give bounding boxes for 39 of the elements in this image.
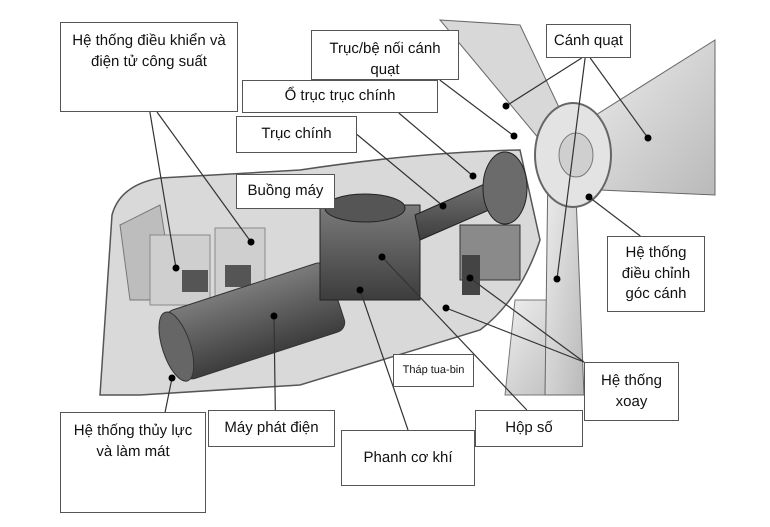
label-box	[242, 80, 438, 113]
callout-text: Cánh quạt	[554, 30, 624, 51]
leader-line	[398, 112, 476, 180]
label-box	[236, 174, 335, 209]
callout-text: Máy phát điện	[224, 418, 319, 438]
label-box	[546, 24, 631, 58]
leader-line	[270, 312, 278, 410]
callout-text: Hệ thống thủy lực và làm mát	[72, 421, 194, 462]
label-box	[208, 410, 335, 447]
leader-line	[466, 274, 584, 362]
leader-line	[590, 58, 652, 142]
callout-text: Tháp tua-bin	[402, 362, 464, 378]
leader-line	[356, 134, 446, 210]
label-box	[393, 354, 474, 387]
leader-line	[442, 304, 584, 363]
leader-line	[156, 112, 254, 246]
label-box	[584, 362, 679, 421]
callout-text: Buồng máy	[248, 181, 324, 202]
leader-line	[164, 374, 176, 412]
label-box	[60, 412, 206, 513]
callout-text: Ổ trục trục chính	[284, 86, 396, 106]
leader-line	[356, 286, 409, 430]
label-box	[341, 430, 475, 486]
label-box	[60, 22, 238, 112]
callout-text: Trục chính	[261, 124, 332, 144]
label-box	[311, 30, 459, 80]
callout-text: Hệ thống điều chỉnh góc cánh	[620, 243, 692, 304]
leader-line	[502, 58, 582, 110]
leader-line	[554, 58, 586, 282]
callout-text: Hộp số	[505, 418, 553, 438]
callout-text: Hệ thống xoay	[600, 370, 663, 412]
label-box	[607, 236, 705, 312]
leader-line	[586, 194, 641, 236]
leader-line	[149, 112, 180, 272]
callout-text: Hệ thống điều khiển và điện tử công suất	[71, 31, 227, 72]
callout-text: Phanh cơ khí	[363, 448, 453, 468]
label-box	[475, 410, 583, 447]
callout-text: Trục/bệ nối cánh quạt	[328, 39, 442, 80]
label-box	[236, 116, 357, 153]
